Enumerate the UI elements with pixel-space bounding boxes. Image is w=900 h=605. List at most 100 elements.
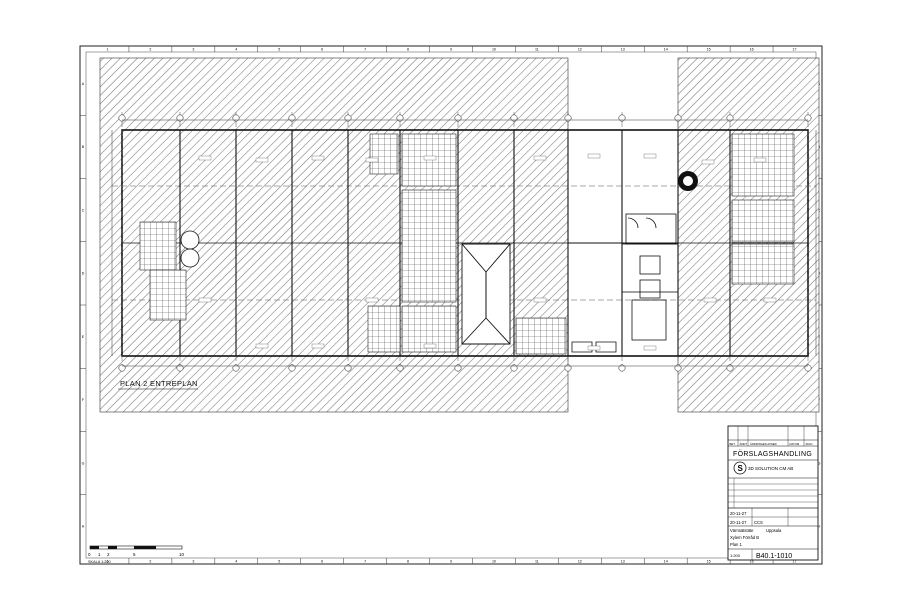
column-label-3: 3 [192,560,194,564]
roof-outline [461,243,511,345]
axis-bubble [726,114,734,122]
room-tag [255,343,269,349]
axis-bubble [344,364,352,372]
tb-header-datum: DATUM [790,442,800,446]
axis-bubble [674,364,682,372]
row-label-H: H [818,525,821,529]
axis-bubble [454,114,462,122]
axis-bubble [232,114,240,122]
room-tag [198,155,212,161]
column-label-14: 14 [664,48,668,52]
axis-bubble [804,364,812,372]
axis-bubble [804,114,812,122]
column-label-5: 5 [278,48,280,52]
room-tag [587,345,601,351]
room-tag [587,153,601,159]
row-label-F: F [82,398,85,402]
column-label-14: 14 [664,560,668,564]
scale-label-1: 1 [98,552,101,557]
column-label-8: 8 [407,48,409,52]
tb-header-andt: ÄNDT [740,442,748,446]
scale-unit-note: SKALA 1:200 [88,560,111,564]
column-label-1: 1 [106,48,108,52]
axis-bubbles [118,114,812,372]
company-logo-glyph: S [738,464,744,473]
office-details [571,213,679,353]
axis-bubble [396,114,404,122]
column-label-15: 15 [707,560,711,564]
column-label-2: 2 [149,560,151,564]
room-tag [255,157,269,163]
column-label-2: 2 [149,48,151,52]
scale-bar: 0 1 2 5 10 SKALA 1:200 [88,545,185,564]
scale-label-5: 5 [133,552,136,557]
room-tag [701,159,715,165]
tb-scale: 1:200 [730,553,741,558]
row-label-H: H [82,525,85,529]
axis-bubble [118,364,126,372]
tb-header-bet: BET [730,442,736,446]
column-label-4: 4 [235,560,237,564]
column-grid-ticks: 1122334455667788991010111112121313141415… [106,46,797,564]
column-label-9: 9 [450,560,452,564]
column-label-16: 16 [750,560,754,564]
room-tags [198,153,777,351]
tb-date-a: 20-11-27 [730,511,747,516]
column-label-6: 6 [321,48,323,52]
axis-bubble [510,114,518,122]
axis-bubble [396,364,404,372]
scale-label-2: 2 [107,552,110,557]
row-label-E: E [82,335,85,339]
column-label-12: 12 [578,48,582,52]
column-label-15: 15 [707,48,711,52]
room-tag [365,157,379,163]
room-tag [753,157,767,163]
dimension-lines [111,119,817,367]
axis-bubble [726,364,734,372]
room-tag [311,155,325,161]
room-tag [643,153,657,159]
plan-title: PLAN 2 ENTREPLAN [120,379,198,388]
tb-date-b: 20-11-27 [730,520,747,525]
tb-drawing-number: B40.1-1010 [756,553,792,560]
tb-company: 3D SOLUTION CM AB [748,466,793,471]
internal-walls [122,130,808,356]
tb-sheet-name: Plan 1 [730,542,743,547]
scale-label-10: 10 [179,552,185,557]
room-tag [643,345,657,351]
axis-bubble [510,364,518,372]
company-logo-icon [733,461,747,475]
room-tag [423,155,437,161]
row-label-F: F [818,398,821,402]
column-label-10: 10 [492,560,496,564]
column-label-1: 1 [106,560,108,564]
row-label-C: C [82,208,85,212]
axis-bubble [674,114,682,122]
column-label-7: 7 [364,560,366,564]
column-label-3: 3 [192,48,194,52]
axis-bubble [288,364,296,372]
column-label-17: 17 [793,48,797,52]
row-label-G: G [82,461,85,465]
axis-bubble [344,114,352,122]
room-tag [703,297,717,303]
column-label-13: 13 [621,560,625,564]
scale-label-0: 0 [88,552,91,557]
axis-bubble [176,114,184,122]
column-label-13: 13 [621,48,625,52]
row-label-A: A [82,82,85,86]
axis-bubble [454,364,462,372]
room-tag [533,297,547,303]
room-tag [423,343,437,349]
axis-bubble [564,364,572,372]
column-label-7: 7 [364,48,366,52]
column-label-9: 9 [450,48,452,52]
tb-header-sign: SIGN [806,442,813,446]
room-tag [365,297,379,303]
tb-location: Uppsala [766,528,782,533]
axis-bubble [618,364,626,372]
column-label-17: 17 [793,560,797,564]
round-stair [180,230,200,250]
